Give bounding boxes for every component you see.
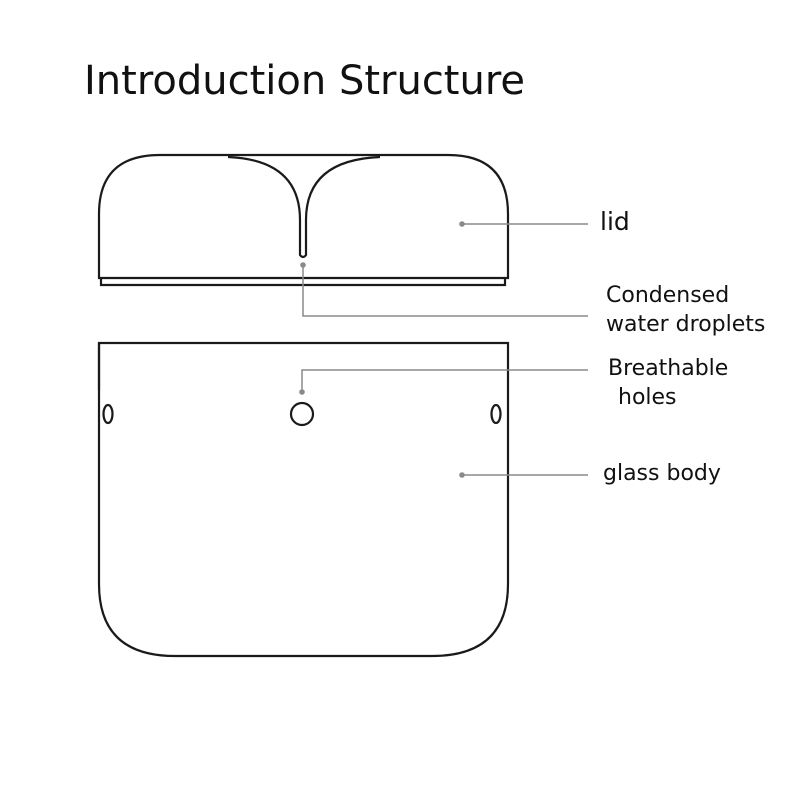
side-slot-left bbox=[102, 403, 114, 425]
condensed-leader-line bbox=[302, 265, 588, 317]
label-lid: lid bbox=[600, 207, 630, 236]
label-breathable-line-2: holes bbox=[618, 385, 677, 410]
label-glass-body-text: glass body bbox=[603, 461, 721, 486]
label-condensed-line-1: Condensed bbox=[606, 283, 730, 308]
lid-outline bbox=[97, 153, 510, 280]
leader-lines bbox=[299, 221, 588, 478]
side-slot-right bbox=[490, 403, 502, 425]
label-condensed-line-2: water droplets bbox=[606, 312, 766, 337]
label-breathable-holes: Breathable holes bbox=[608, 354, 728, 412]
label-lid-text: lid bbox=[600, 207, 630, 236]
diagram-title: Introduction Structure bbox=[84, 58, 526, 104]
breathable-leader-line bbox=[301, 369, 588, 392]
lid-drip-groove bbox=[227, 155, 381, 259]
breathable-hole bbox=[289, 401, 315, 427]
label-glass-body: glass body bbox=[603, 459, 721, 488]
label-condensed-water-droplets: Condensed water droplets bbox=[606, 281, 765, 339]
glass-body-outline bbox=[97, 341, 510, 658]
label-breathable-line-1: Breathable bbox=[608, 356, 729, 381]
glass-body-shape bbox=[97, 341, 510, 658]
